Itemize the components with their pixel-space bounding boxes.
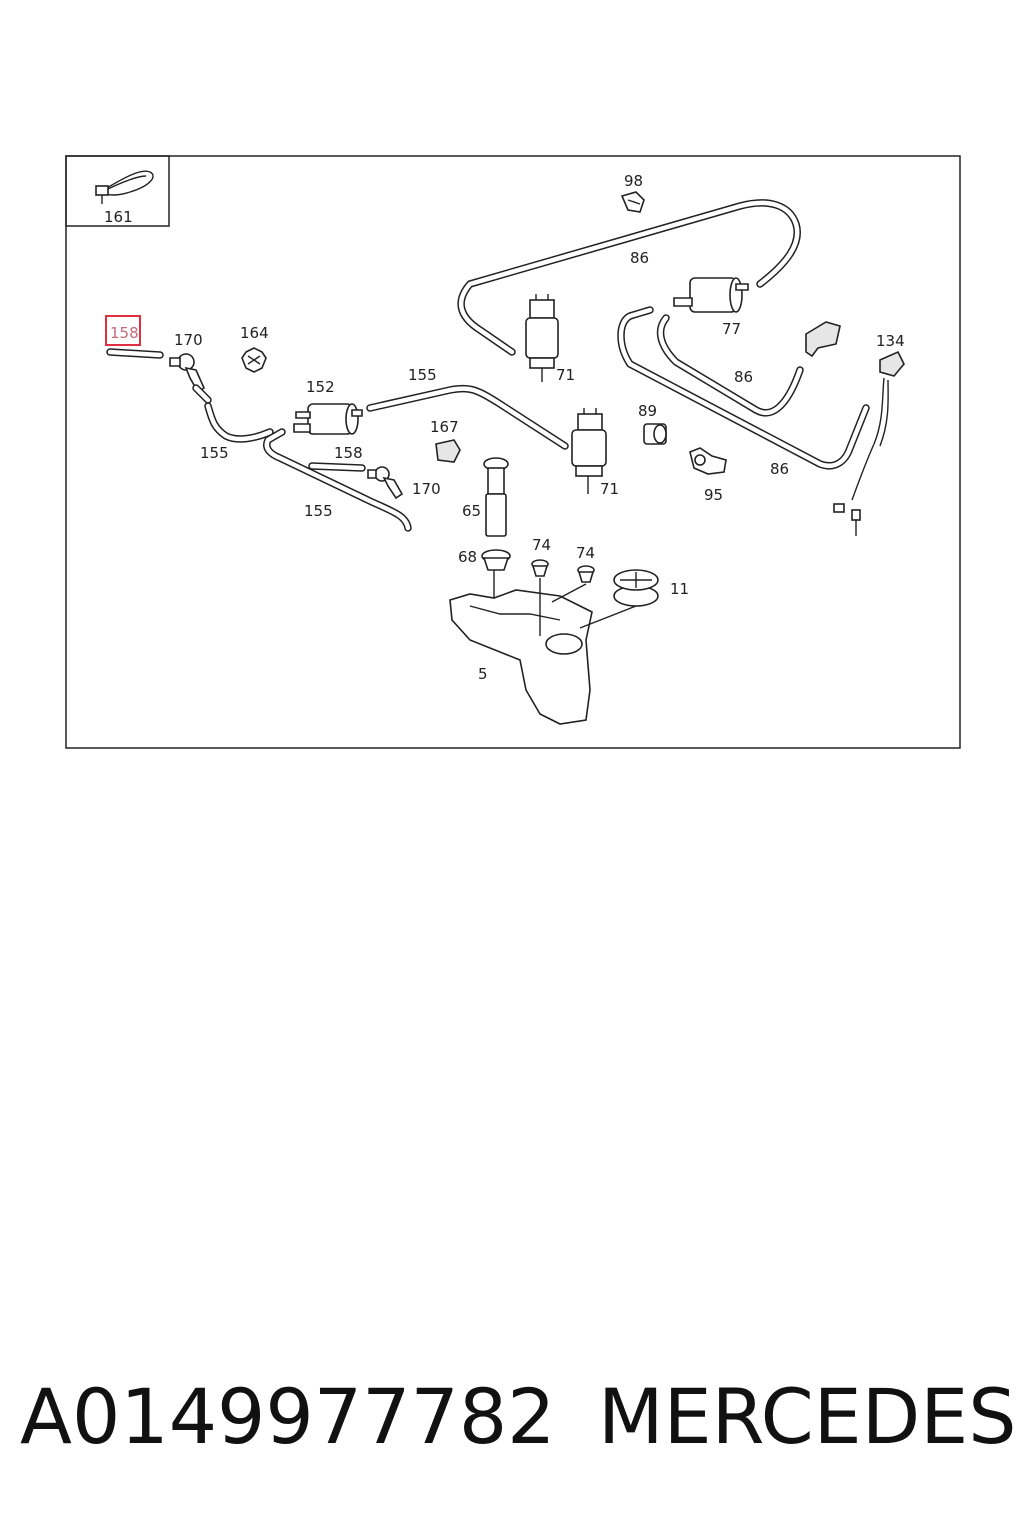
label-164: 164 [240, 324, 269, 342]
cap-11 [613, 569, 659, 607]
label-71-b: 71 [600, 480, 619, 498]
label-161: 161 [104, 208, 133, 226]
label-158-highlighted[interactable]: 158 [110, 324, 139, 342]
jet-134 [833, 350, 905, 536]
label-86-a: 86 [630, 249, 649, 267]
label-74-b: 74 [576, 544, 595, 562]
nozzle-170-second [367, 466, 404, 500]
hose-158-second [308, 462, 366, 472]
label-170-b: 170 [412, 480, 441, 498]
brand-name: MERCEDES [598, 1372, 1017, 1461]
label-86-c: 86 [770, 460, 789, 478]
hose-86-top [457, 199, 801, 356]
hose-155-middle [366, 384, 569, 450]
label-74-a: 74 [532, 536, 551, 554]
label-152: 152 [306, 378, 335, 396]
highlight-box[interactable] [105, 315, 141, 346]
part-number: A0149977782 [20, 1372, 556, 1461]
label-86-b: 86 [734, 368, 753, 386]
hose-155-left [204, 402, 274, 443]
label-77: 77 [722, 320, 741, 338]
grommet-74-left [531, 559, 549, 577]
level-sensor-65 [483, 457, 509, 537]
hose-158 [106, 348, 164, 359]
label-95: 95 [704, 486, 723, 504]
label-11: 11 [670, 580, 689, 598]
label-167: 167 [430, 418, 459, 436]
footer: A0149977782 MERCEDES [0, 1372, 1024, 1472]
grommet-68 [481, 549, 511, 571]
hose-86-lower [617, 306, 870, 470]
cable-tie-part [95, 170, 154, 204]
hose-86-middle [656, 314, 804, 417]
bushing-89 [643, 423, 667, 445]
label-5: 5 [478, 665, 488, 683]
label-98: 98 [624, 172, 643, 190]
label-65: 65 [462, 502, 481, 520]
label-71-a: 71 [556, 366, 575, 384]
label-134: 134 [876, 332, 905, 350]
pump-77 [673, 277, 749, 313]
label-155-a: 155 [408, 366, 437, 384]
clip-95 [689, 447, 727, 475]
label-170-a: 170 [174, 331, 203, 349]
label-89: 89 [638, 402, 657, 420]
clip-167 [435, 439, 461, 463]
reservoir-5 [449, 570, 637, 725]
label-68: 68 [458, 548, 477, 566]
pump-71-bottom [571, 408, 607, 494]
grommet-74-right [577, 565, 595, 583]
label-158-b: 158 [334, 444, 363, 462]
diagram-frame [65, 155, 961, 749]
pump-152 [293, 403, 363, 435]
clip-164 [241, 347, 267, 373]
hose-155-lower [263, 428, 412, 532]
nozzle-170-left [169, 353, 212, 404]
clip-98 [620, 191, 645, 213]
label-155-b: 155 [200, 444, 229, 462]
pump-71-top [525, 294, 559, 382]
inset-box [65, 155, 170, 227]
nozzle-cover [805, 321, 841, 358]
label-155-c: 155 [304, 502, 333, 520]
